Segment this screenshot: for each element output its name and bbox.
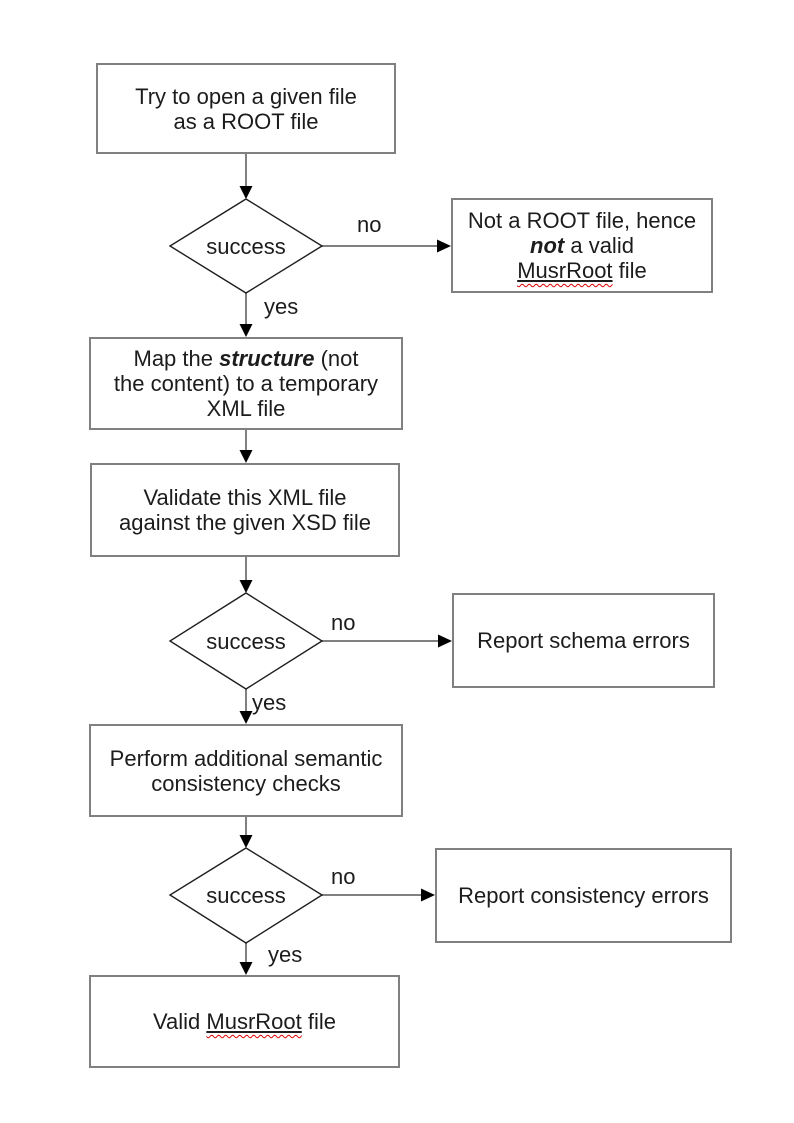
node-text: consistency checks — [151, 770, 341, 796]
node-map-structure-to-xml: Map the structure (not the content) to a… — [89, 337, 403, 430]
spellchecked-word: MusrRoot — [517, 258, 613, 283]
arrowhead-down-icon — [239, 711, 253, 724]
arrowhead-down-icon — [239, 450, 253, 463]
decision-diamond-1 — [168, 198, 324, 294]
arrowhead-right-icon — [438, 634, 452, 648]
edge-label-yes-1: yes — [264, 294, 299, 319]
arrowhead-right-icon — [421, 888, 435, 902]
node-perform-consistency-checks: Perform additional semantic consistency … — [89, 724, 403, 817]
arrowhead-right-icon — [437, 239, 451, 253]
node-text: Map the structure (not — [133, 346, 359, 371]
node-text: not a valid — [530, 233, 634, 258]
node-text: Try to open a given file — [135, 83, 357, 109]
arrowhead-down-icon — [239, 835, 253, 848]
node-text: Valid MusrRoot file — [152, 1009, 336, 1034]
spellchecked-word: MusrRoot — [206, 1009, 302, 1034]
edge-label-no-1: no — [357, 212, 382, 237]
edge-label-no-3: no — [331, 864, 356, 889]
arrowhead-down-icon — [239, 186, 253, 199]
node-text: XML file — [206, 396, 286, 421]
node-text: Not a ROOT file, hence — [467, 208, 697, 233]
node-text: Perform additional semantic — [109, 745, 383, 771]
arrowhead-down-icon — [239, 580, 253, 593]
node-text: the content) to a temporary — [113, 371, 379, 396]
node-report-consistency-errors: Report consistency errors — [435, 848, 732, 943]
node-not-a-root-file: Not a ROOT file, hence not a valid MusrR… — [451, 198, 713, 293]
decision-label-success-2: success — [206, 628, 286, 654]
node-text: Validate this XML file — [143, 485, 347, 510]
arrowhead-down-icon — [239, 324, 253, 337]
node-text: Report schema errors — [477, 628, 690, 653]
decision-label-success-1: success — [206, 233, 286, 259]
node-text: against the given XSD file — [119, 510, 371, 535]
edge-label-no-2: no — [331, 610, 356, 635]
edge-label-yes-2: yes — [252, 690, 287, 715]
emphasized-word: not — [530, 233, 565, 258]
emphasized-word: structure — [219, 346, 315, 371]
decision-diamond-2 — [168, 592, 324, 690]
node-text: MusrRoot file — [517, 258, 647, 283]
node-text: as a ROOT file — [173, 108, 319, 134]
decision-label-success-3: success — [206, 883, 286, 908]
decision-diamond-3 — [168, 847, 324, 944]
node-valid-musrroot-file: Valid MusrRoot file — [89, 975, 400, 1068]
node-validate-xml-against-xsd: Validate this XML file against the given… — [90, 463, 400, 557]
node-report-schema-errors: Report schema errors — [452, 593, 715, 688]
node-try-open-root-file: Try to open a given file as a ROOT file — [96, 63, 396, 154]
arrowhead-down-icon — [239, 962, 253, 975]
node-text: Report consistency errors — [458, 883, 709, 908]
edge-label-yes-3: yes — [268, 942, 303, 967]
